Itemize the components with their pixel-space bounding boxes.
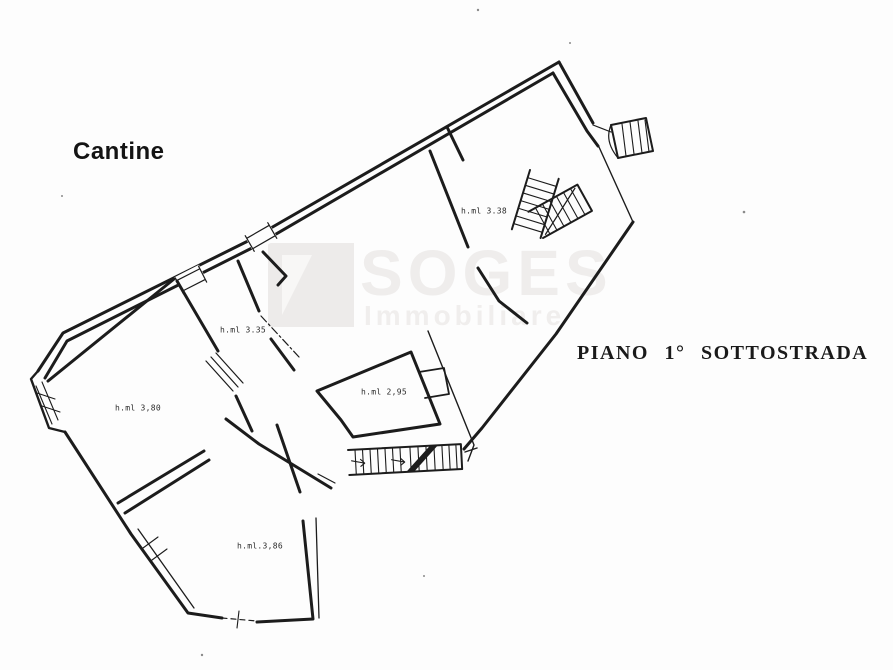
floor-title: PIANO 1° SOTTOSTRADA bbox=[577, 342, 869, 364]
room-height-label-335: h.ml 3.35 bbox=[219, 325, 267, 335]
watermark-logo bbox=[268, 243, 354, 327]
room-height-label-386: h.ml.3,86 bbox=[236, 541, 284, 551]
room-height-label-295: h.ml 2,95 bbox=[360, 387, 408, 397]
watermark-brand-text: SOGES bbox=[360, 237, 613, 309]
area-title: Cantine bbox=[73, 138, 165, 165]
winder-stair bbox=[592, 117, 654, 159]
watermark-subtitle-text: Immobiliare bbox=[364, 300, 566, 331]
room-height-label-380: h.ml 3,80 bbox=[114, 403, 162, 413]
exterior-walls bbox=[29, 60, 635, 624]
boundary-lines bbox=[427, 146, 634, 462]
upper-stair bbox=[510, 169, 593, 240]
door-dashes bbox=[221, 610, 258, 629]
window-openings bbox=[173, 221, 279, 296]
scan-specks bbox=[61, 8, 746, 657]
interior-walls bbox=[46, 125, 529, 515]
room-height-label-338: h.ml 3.38 bbox=[460, 206, 508, 216]
watermark-logo-shape bbox=[282, 255, 312, 315]
long-stair bbox=[347, 443, 464, 476]
